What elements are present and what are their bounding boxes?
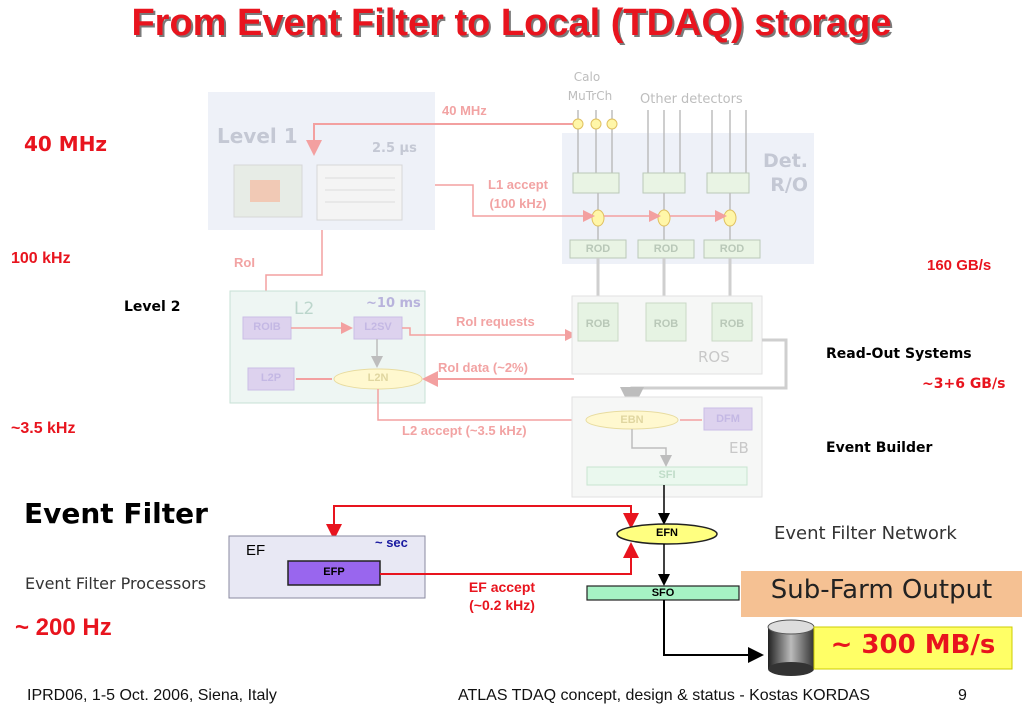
event-filter-network-label: Event Filter Network [774, 523, 957, 544]
event-builder-label: Event Builder [826, 440, 933, 456]
rate-100khz: 100 kHz [11, 250, 71, 267]
calo-label: Calo [573, 70, 601, 84]
footer-conference: IPRD06, 1-5 Oct. 2006, Siena, Italy [27, 687, 277, 704]
ef-label: EF [246, 542, 266, 559]
page-title: From Event Filter to Local (TDAQ) storag… [131, 2, 892, 44]
rate-160gbs: 160 GB/s [927, 257, 992, 274]
efp-box: EFP [323, 566, 345, 578]
ef-time: ~ sec [375, 535, 408, 550]
rate-200hz: ~ 200 Hz [15, 614, 112, 641]
event-filter-processors-label: Event Filter Processors [25, 574, 207, 593]
l2-time: ~10 ms [366, 296, 421, 311]
sfi-box: SFI [658, 469, 676, 481]
l1-latency: 2.5 μs [372, 141, 417, 156]
l2-label: L2 [294, 299, 315, 319]
sub-farm-output-label: Sub-Farm Output [770, 575, 993, 605]
rate-40mhz: 40 MHz [24, 132, 108, 156]
roi-data-label: RoI data (~2%) [438, 360, 528, 375]
l2-accept-label: L2 accept (~3.5 kHz) [402, 423, 527, 438]
l2sv-box: L2SV [364, 321, 392, 333]
link-40mhz: 40 MHz [442, 103, 487, 118]
eb-label: EB [729, 439, 749, 457]
sfo-box: SFO [651, 587, 675, 599]
roi-label: RoI [234, 255, 255, 270]
l2n-node: L2N [367, 372, 389, 384]
ebn-node: EBN [620, 414, 644, 426]
efn-node: EFN [656, 527, 678, 539]
det-ro-label-1: Det. [763, 150, 808, 172]
l2p-box: L2P [260, 372, 282, 384]
rate-3-6gbs: ~3+6 GB/s [922, 376, 1006, 392]
rod-3: ROD [719, 243, 745, 255]
ef-accept-label-2: (~0.2 kHz) [469, 597, 535, 613]
roib-box: ROIB [253, 321, 281, 333]
footer-page-number: 9 [958, 687, 967, 704]
rate-300mbs: ~ 300 MB/s [830, 630, 996, 660]
storage-cylinder-icon [767, 619, 815, 676]
rob-3: ROB [719, 318, 745, 330]
det-ro-label-2: R/O [770, 174, 808, 196]
rod-2: ROD [653, 243, 679, 255]
level1-image-right [316, 164, 403, 221]
event-filter-heading: Event Filter [24, 497, 208, 530]
read-out-systems-label: Read-Out Systems [826, 346, 972, 362]
roi-requests-label: RoI requests [456, 314, 535, 329]
footer-talk-title: ATLAS TDAQ concept, design & status - Ko… [458, 687, 871, 704]
dfm-box: DFM [716, 413, 740, 425]
rod-1: ROD [585, 243, 611, 255]
l1-accept-label-1: L1 accept [488, 177, 548, 192]
rob-1: ROB [585, 318, 611, 330]
rate-3-5khz: ~3.5 kHz [11, 420, 76, 437]
mutrch-label: MuTrCh [567, 89, 613, 103]
l1-accept-label-2: (100 kHz) [489, 196, 547, 211]
level2-label: Level 2 [124, 299, 181, 315]
other-detectors-label: Other detectors [640, 92, 743, 107]
rob-2: ROB [653, 318, 679, 330]
ef-accept-label-1: EF accept [468, 579, 536, 595]
ros-label: ROS [698, 348, 730, 366]
level1-label: Level 1 [217, 124, 298, 148]
